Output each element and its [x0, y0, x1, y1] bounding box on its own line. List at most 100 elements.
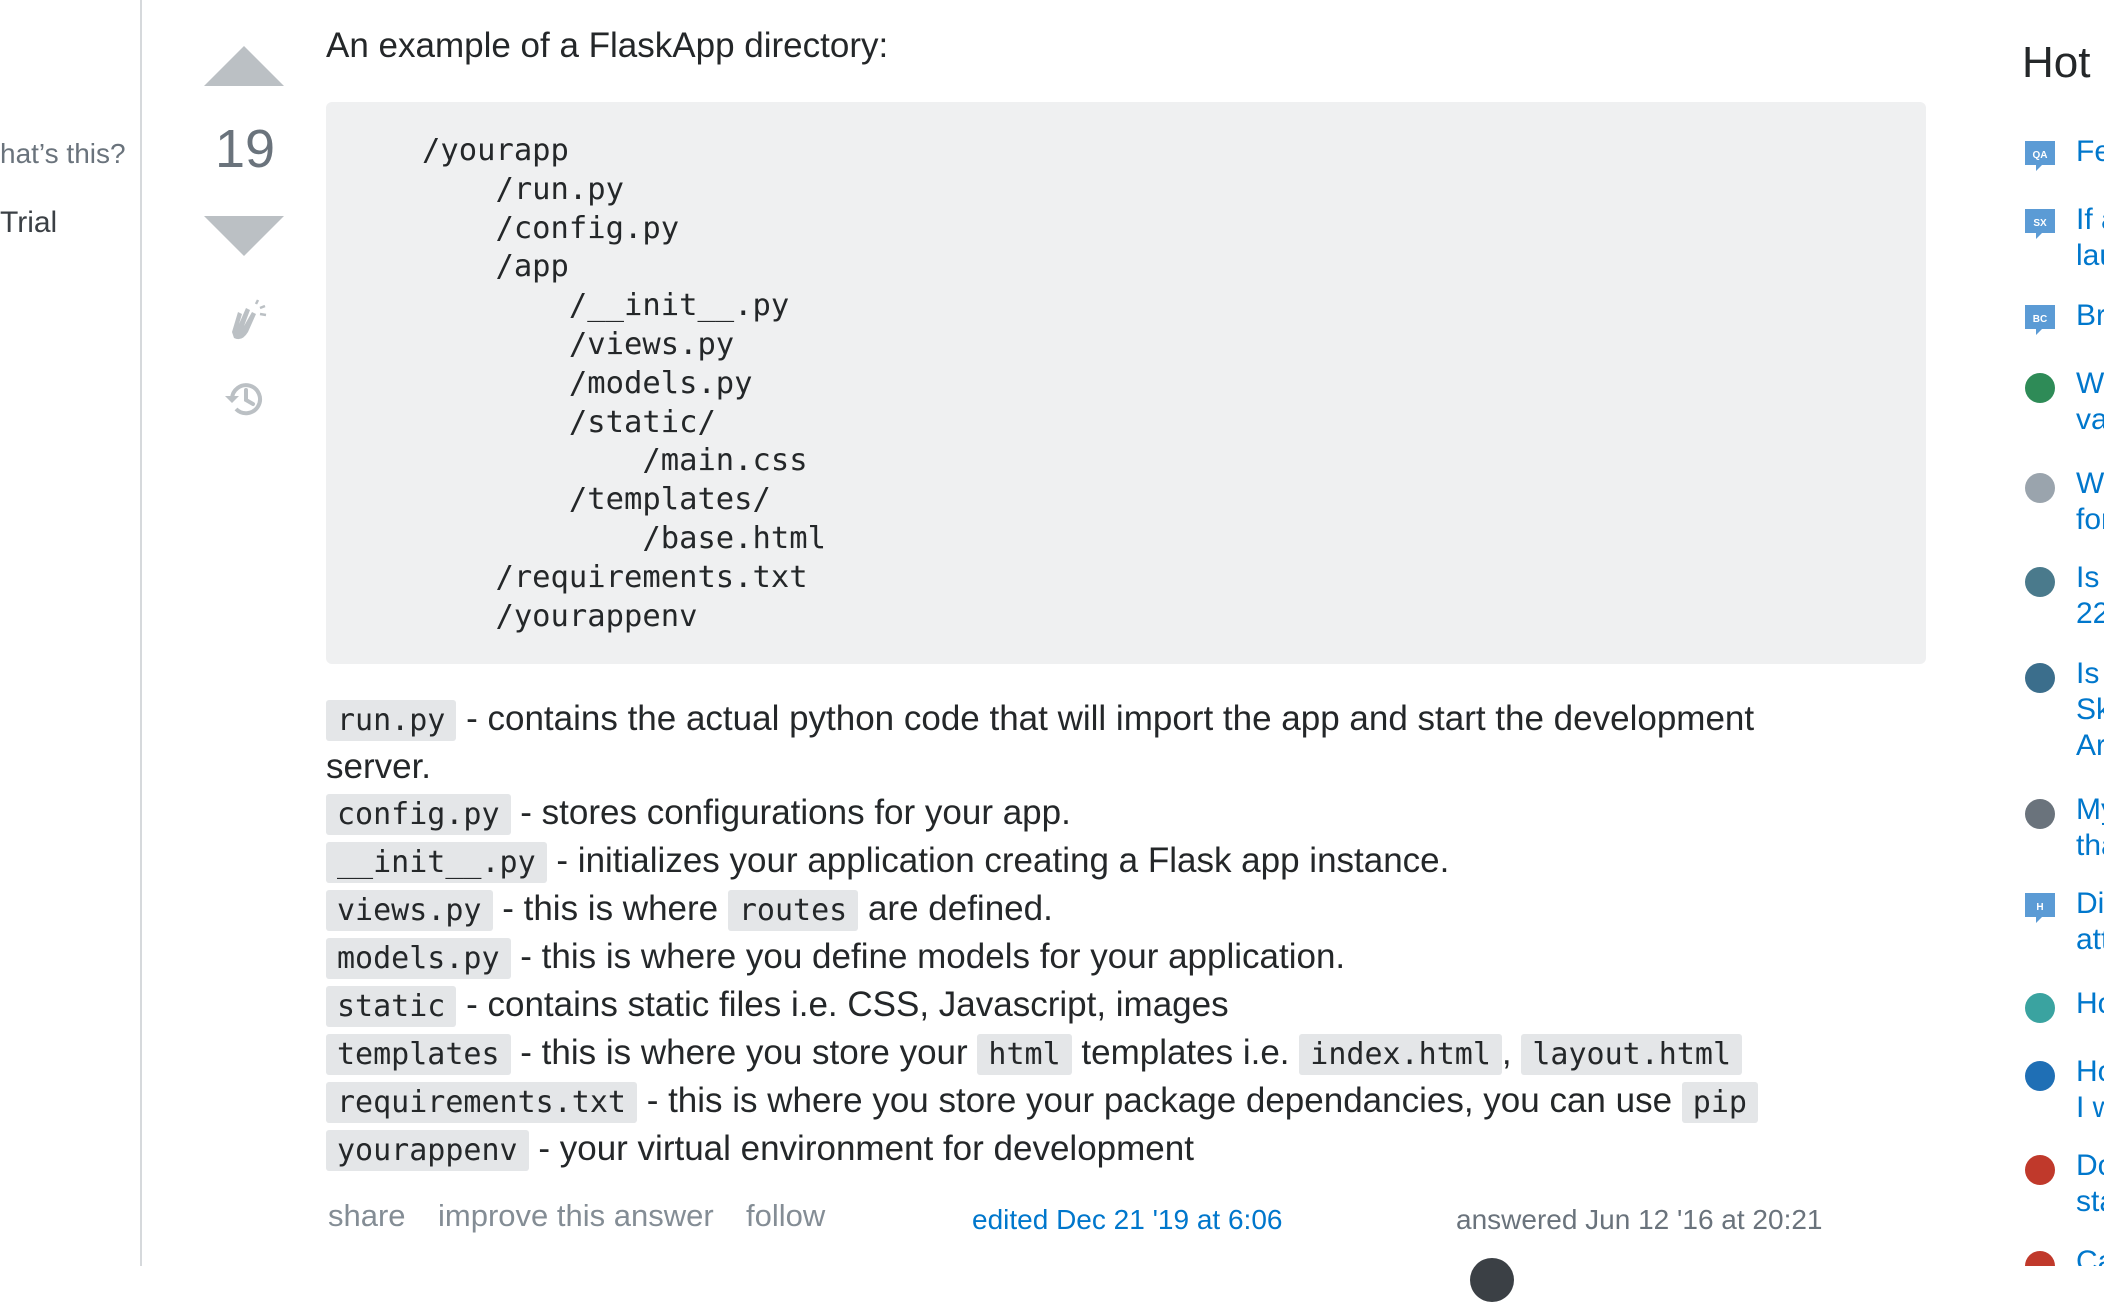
code-line: /__init__.py [422, 288, 790, 324]
inline-code: __init__.py [326, 842, 547, 883]
books-site-icon [2025, 473, 2055, 503]
code-line: /models.py [422, 365, 753, 401]
description-text: - this is where you store your [510, 1033, 978, 1072]
clapping-hands-icon[interactable] [222, 298, 268, 344]
upvote-button[interactable] [204, 46, 284, 86]
code-line: /base.html [422, 520, 826, 556]
description-text: are defined. [858, 889, 1053, 928]
code-line: /yourappenv [422, 598, 698, 634]
inline-code: yourappenv [326, 1130, 529, 1171]
description-line: templates - this is where you store your… [326, 1030, 1926, 1078]
history-icon[interactable] [222, 376, 268, 422]
inline-code: layout.html [1521, 1034, 1743, 1075]
hot-question-title[interactable]: Ho I w [2076, 1055, 2104, 1124]
improve-answer-link[interactable]: improve this answer [438, 1198, 714, 1233]
d20-site-icon [2025, 1155, 2055, 1185]
hot-question-title[interactable]: W va [2076, 367, 2104, 436]
inline-code: requirements.txt [326, 1082, 637, 1123]
code-line: /requirements.txt [422, 559, 808, 595]
description-text: server. [326, 747, 432, 786]
hot-network-title: Hot [2022, 38, 2091, 87]
code-block: /yourapp /run.py /config.py /app /__init… [326, 102, 1926, 664]
inline-code: run.py [326, 700, 457, 741]
hot-question-title[interactable]: Do sta [2076, 1149, 2104, 1218]
hot-question-title[interactable]: Br [2076, 299, 2104, 332]
whats-this-link[interactable]: hat’s this? [0, 138, 126, 169]
hot-question-title[interactable]: Is Sk Ar [2076, 657, 2104, 762]
description-text: - contains static files i.e. CSS, Javasc… [456, 985, 1229, 1024]
inline-code: config.py [326, 794, 511, 835]
inline-code: index.html [1299, 1034, 1502, 1075]
grid-site-icon [2025, 373, 2055, 403]
inline-code: routes [727, 890, 859, 931]
intro-text: An example of a FlaskApp directory: [326, 26, 889, 65]
description-text: - stores configurations for your app. [510, 793, 1071, 832]
code-line: /yourapp [422, 133, 569, 168]
plus-site-icon [2025, 799, 2055, 829]
hot-question-title[interactable]: Ho [2076, 987, 2104, 1020]
hot-question-title[interactable]: Ca [2076, 1245, 2104, 1266]
answer-body: An example of a FlaskApp directory: /you… [326, 22, 1926, 1174]
description-line: __init__.py - initializes your applicati… [326, 838, 1926, 886]
h-site-icon: H [2025, 893, 2055, 923]
inline-code: templates [326, 1034, 511, 1075]
crown-site-icon [2025, 1251, 2055, 1266]
qa-site-icon: QA [2025, 141, 2055, 171]
description-text: - this is where you store your package d… [636, 1081, 1682, 1120]
diamond-site-icon [2025, 1061, 2055, 1091]
description-text: - this is where [492, 889, 728, 928]
vote-count: 19 [214, 119, 276, 179]
sx-site-icon: SX [2025, 209, 2055, 239]
code-line: /main.css [422, 443, 808, 479]
answered-timestamp: answered Jun 12 '16 at 20:21 [1456, 1204, 1823, 1235]
downvote-button[interactable] [204, 216, 284, 256]
hot-question-title[interactable]: Fe [2076, 135, 2104, 168]
code-line: /templates/ [422, 482, 771, 518]
description-line: static - contains static files i.e. CSS,… [326, 982, 1926, 1030]
hot-question-title[interactable]: If a lau [2076, 203, 2104, 272]
code-line: /app [422, 249, 569, 285]
inline-code: pip [1681, 1082, 1758, 1123]
description-text: - this is where you define models for yo… [510, 937, 1346, 976]
avatar[interactable] [1470, 1258, 1514, 1302]
file-descriptions: run.py - contains the actual python code… [326, 696, 1926, 1174]
svg-text:H: H [2036, 902, 2043, 913]
share-link[interactable]: share [328, 1198, 406, 1233]
hot-question-title[interactable]: My tha [2076, 793, 2104, 862]
hot-question-title[interactable]: Di att [2076, 887, 2104, 956]
svg-text:SX: SX [2033, 218, 2047, 229]
description-line: run.py - contains the actual python code… [326, 696, 1926, 744]
code-line: /static/ [422, 404, 716, 440]
svg-text:QA: QA [2033, 150, 2048, 161]
hot-question-title[interactable]: Is 22 [2076, 561, 2104, 630]
description-text: - contains the actual python code that w… [456, 699, 1755, 738]
bc-site-icon: BC [2025, 305, 2055, 335]
inline-code: views.py [326, 890, 493, 931]
inline-code: html [977, 1034, 1072, 1075]
svg-text:BC: BC [2033, 314, 2047, 325]
follow-link[interactable]: follow [746, 1198, 826, 1233]
vehicle-site-icon [2025, 663, 2055, 693]
edited-timestamp-link[interactable]: edited Dec 21 '19 at 6:06 [972, 1204, 1283, 1235]
code-line: /config.py [422, 210, 680, 246]
heart-site-icon [2025, 993, 2055, 1023]
description-line: requirements.txt - this is where you sto… [326, 1078, 1926, 1126]
description-line: server. [326, 744, 1926, 790]
description-text: - your virtual environment for developme… [528, 1129, 1194, 1168]
code-line: /views.py [422, 326, 735, 362]
description-text: templates i.e. [1071, 1033, 1300, 1072]
description-line: views.py - this is where routes are defi… [326, 886, 1926, 934]
shield-site-icon [2025, 567, 2055, 597]
sidebar-divider [140, 0, 142, 1266]
description-line: models.py - this is where you define mod… [326, 934, 1926, 982]
code-line: /run.py [422, 171, 624, 207]
trial-link[interactable]: Trial [0, 206, 58, 239]
hot-question-title[interactable]: W for [2076, 467, 2104, 536]
post-menu: share improve this answer follow edited … [326, 1198, 1926, 1238]
left-sidebar: hat’s this? Trial [0, 0, 140, 1266]
inline-code: static [326, 986, 457, 1027]
description-line: config.py - stores configurations for yo… [326, 790, 1926, 838]
description-text: , [1501, 1033, 1522, 1072]
inline-code: models.py [326, 938, 511, 979]
